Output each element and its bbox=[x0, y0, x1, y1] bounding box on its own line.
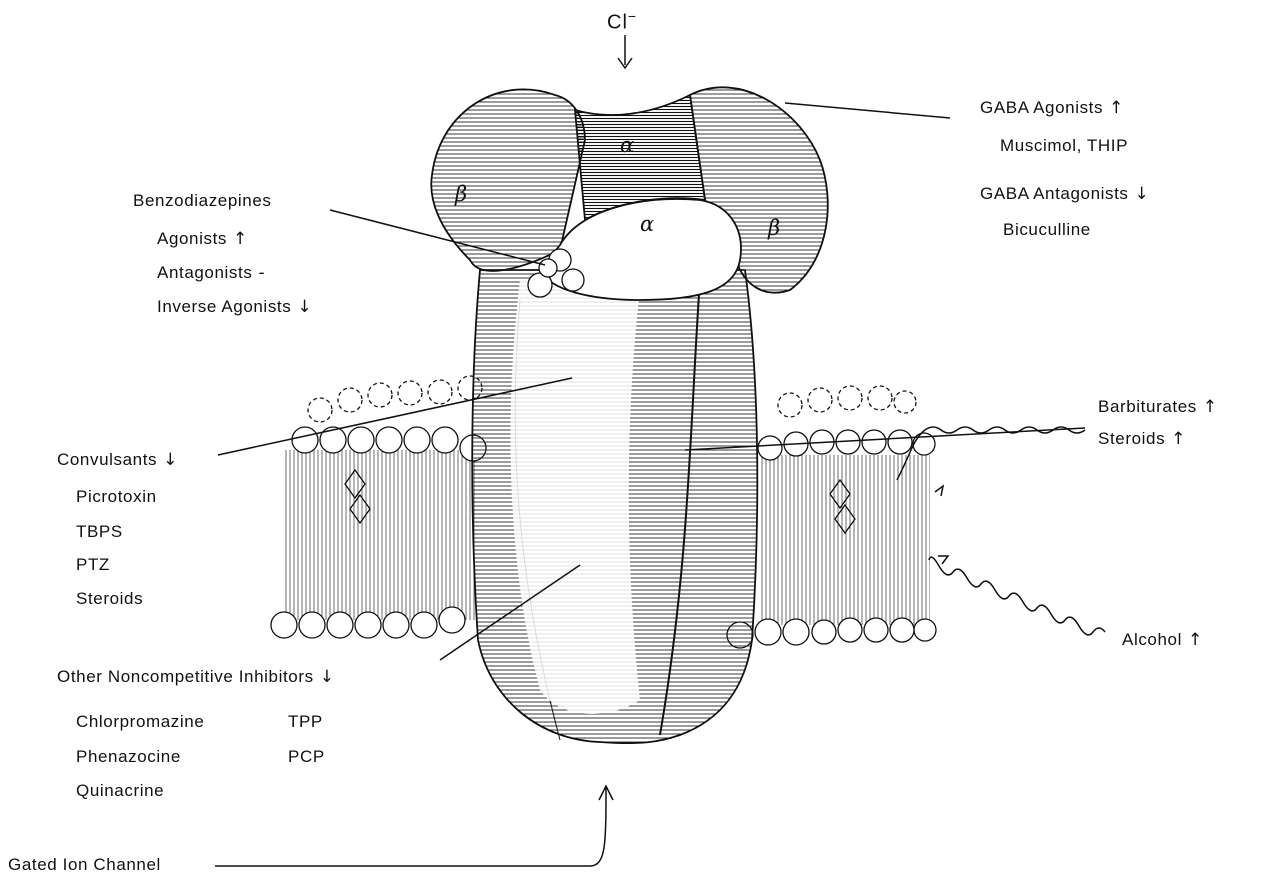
gaba-antagonists-label: GABA Antagonists↓ bbox=[980, 184, 1149, 204]
bz-agonists-label: Agonists↑ bbox=[157, 229, 248, 249]
inhibitor-item: PCP bbox=[288, 747, 325, 767]
chloride-ion-label: Cl− bbox=[607, 8, 637, 35]
subunit-label-beta-right: β bbox=[768, 216, 780, 240]
up-arrow-icon: ↑ bbox=[1188, 630, 1203, 650]
membrane-right bbox=[727, 386, 936, 648]
up-arrow-icon: ↑ bbox=[1203, 397, 1218, 417]
gated-ion-channel-label: Gated Ion Channel bbox=[8, 855, 161, 875]
gaba-agonists-label: GABA Agonists↑ bbox=[980, 98, 1124, 118]
inhibitor-item: Phenazocine bbox=[76, 747, 181, 767]
convulsant-item: Steroids bbox=[76, 589, 143, 609]
bz-inverse-agonists-label: Inverse Agonists↓ bbox=[157, 297, 312, 317]
membrane-left bbox=[271, 376, 486, 638]
lipid-heads-back-left bbox=[308, 376, 482, 422]
other-inhibitors-label: Other Noncompetitive Inhibitors↓ bbox=[57, 667, 335, 687]
convulsants-label: Convulsants↓ bbox=[57, 450, 178, 470]
convulsant-item: TBPS bbox=[76, 522, 123, 542]
up-arrow-icon: ↑ bbox=[1171, 429, 1186, 449]
subunit-label-alpha-top: α bbox=[620, 133, 634, 157]
up-arrow-icon: ↑ bbox=[1109, 98, 1124, 118]
down-arrow-icon: ↓ bbox=[297, 297, 312, 317]
gaba-agonists-examples: Muscimol, THIP bbox=[1000, 136, 1128, 156]
benzodiazepines-label: Benzodiazepines bbox=[133, 191, 271, 211]
convulsant-item: PTZ bbox=[76, 555, 110, 575]
barbiturates-label: Barbiturates↑ bbox=[1098, 397, 1218, 417]
gaba-antagonists-examples: Bicuculline bbox=[1003, 220, 1091, 240]
subunit-label-beta-left: β bbox=[455, 182, 467, 206]
lipid-heads-bottom-right bbox=[727, 618, 936, 648]
up-arrow-icon: ↑ bbox=[233, 229, 248, 249]
subunit-label-alpha-front: α bbox=[640, 212, 654, 236]
dash-icon: - bbox=[258, 263, 265, 283]
bz-antagonists-label: Antagonists- bbox=[157, 263, 265, 283]
down-arrow-icon: ↓ bbox=[1135, 184, 1150, 204]
steroids-label: Steroids↑ bbox=[1098, 429, 1186, 449]
convulsant-item: Picrotoxin bbox=[76, 487, 157, 507]
alcohol-label: Alcohol↑ bbox=[1122, 630, 1203, 650]
inhibitor-item: Quinacrine bbox=[76, 781, 164, 801]
lipid-heads-back-right bbox=[778, 386, 916, 417]
inhibitor-item: TPP bbox=[288, 712, 323, 732]
down-arrow-icon: ↓ bbox=[163, 450, 178, 470]
down-arrow-icon: ↓ bbox=[320, 667, 335, 687]
inhibitor-item: Chlorpromazine bbox=[76, 712, 204, 732]
